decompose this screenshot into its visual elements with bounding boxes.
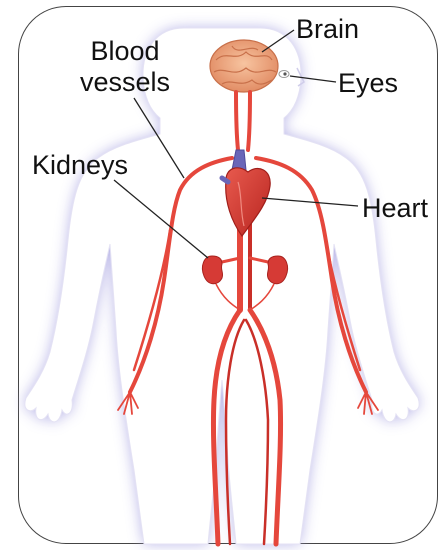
label-blood-vessels-line2: vessels [80,67,170,98]
body-silhouette [25,28,419,544]
label-kidneys: Kidneys [32,150,128,181]
eye-illustration [279,71,289,78]
label-eyes: Eyes [338,68,398,99]
label-brain: Brain [296,14,359,45]
label-heart: Heart [362,193,428,224]
label-blood-vessels: Blood vessels [80,36,170,98]
label-blood-vessels-line1: Blood [80,36,170,67]
